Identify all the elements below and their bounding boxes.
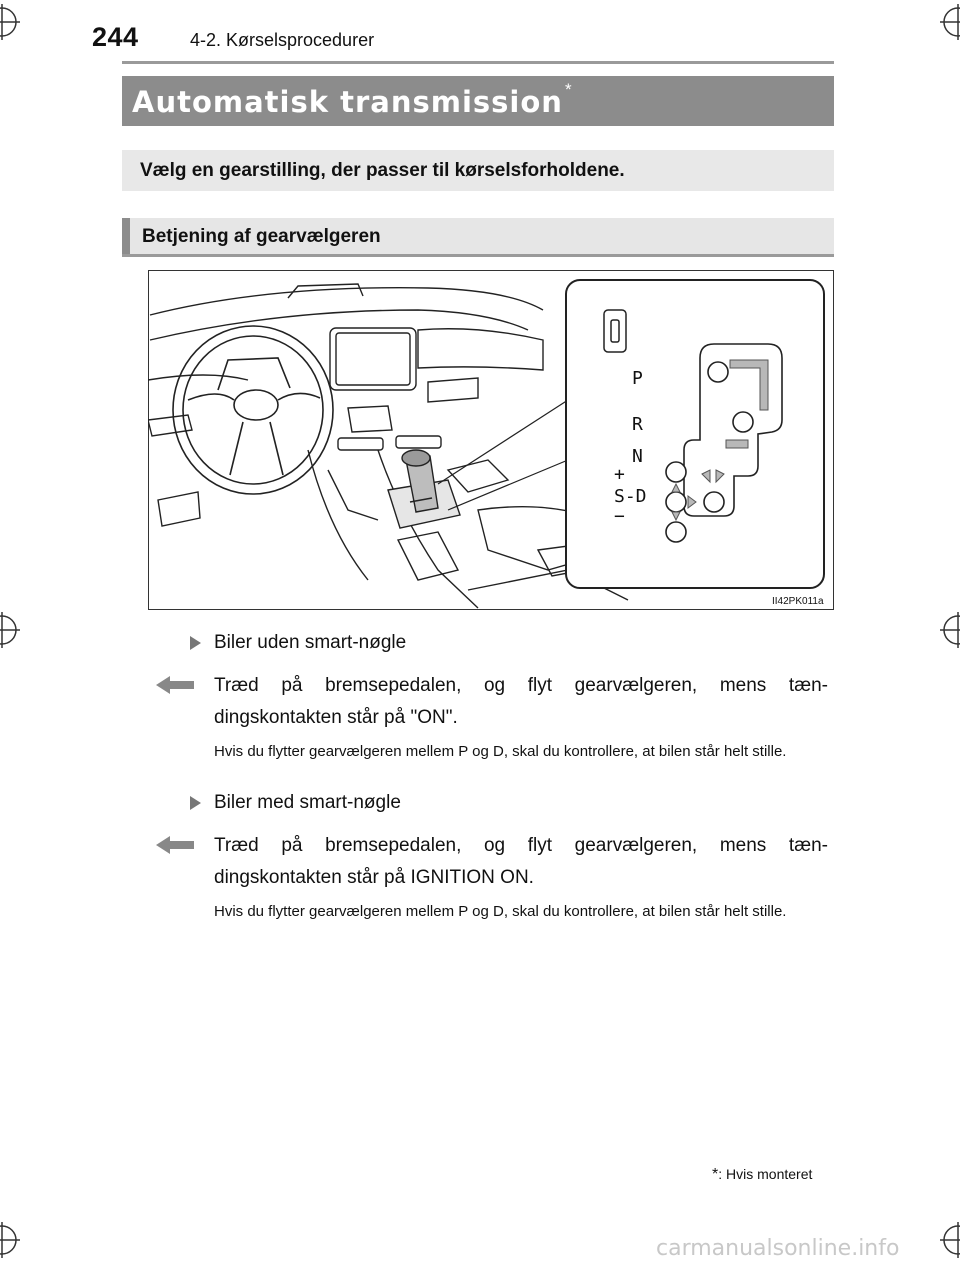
note-text: Hvis du flytter gearvælgeren mellem P og… — [214, 743, 787, 760]
section-heading-text: Betjening af gearvælgeren — [142, 226, 381, 247]
triangle-bullet-icon — [190, 636, 201, 650]
title-bar: Automatisk transmission * — [122, 76, 834, 126]
summary-text: Vælg en gearstilling, der passer til kør… — [140, 160, 625, 181]
crop-mark-icon — [0, 4, 20, 40]
crop-mark-icon — [940, 1222, 960, 1258]
section-heading: Betjening af gearvælgeren — [122, 218, 834, 257]
gear-position-label: N — [632, 446, 643, 467]
chapter-title: 4-2. Kørselsprocedurer — [190, 30, 375, 50]
crop-mark-icon — [940, 4, 960, 40]
header-rule — [122, 61, 834, 64]
gear-position-label: − — [614, 506, 625, 527]
variant-heading: Biler uden smart-nøgle — [190, 632, 407, 654]
watermark: carmanualsonline.info — [656, 1236, 900, 1261]
page-title: Automatisk transmission — [132, 85, 563, 119]
variant-heading: Biler med smart-nøgle — [190, 792, 401, 814]
note-text: Hvis du flytter gearvælgeren mellem P og… — [214, 903, 787, 920]
figure-code: II42PK011a — [772, 596, 824, 607]
footnote: *: Hvis monteret — [712, 1166, 812, 1184]
crop-mark-icon — [940, 612, 960, 648]
footnote-star: * — [712, 1166, 719, 1183]
gear-position-label: P — [632, 368, 643, 389]
crop-mark-icon — [0, 1222, 20, 1258]
arrow-left-icon — [156, 676, 194, 694]
variant-heading-text: Biler uden smart-nøgle — [214, 632, 407, 653]
section-accent — [122, 218, 130, 254]
crop-mark-icon — [0, 612, 20, 648]
instruction-text: Træd på bremsepedalen, og flyt gearvælge… — [214, 675, 828, 728]
page-number: 244 — [92, 22, 139, 52]
title-footnote-star: * — [565, 80, 572, 99]
instruction-text: Træd på bremsepedalen, og flyt gearvælge… — [214, 835, 828, 888]
gear-position-label: + — [614, 464, 625, 485]
car-interior-drawing: P R N + S-D − — [147, 270, 834, 610]
variant-heading-text: Biler med smart-nøgle — [214, 792, 401, 813]
gear-position-label: S-D — [614, 486, 647, 507]
gear-selector-illustration: P R N + S-D − — [147, 270, 834, 610]
footnote-text: : Hvis monteret — [718, 1166, 813, 1182]
triangle-bullet-icon — [190, 796, 201, 810]
arrow-left-icon — [156, 836, 194, 854]
gear-position-label: R — [632, 414, 643, 435]
summary-box: Vælg en gearstilling, der passer til kør… — [122, 150, 834, 191]
